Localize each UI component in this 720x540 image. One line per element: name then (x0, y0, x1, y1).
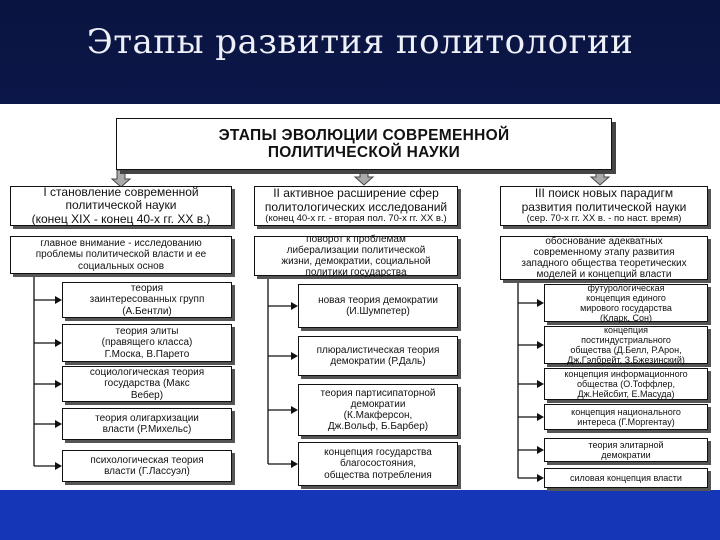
stage-1-item-3: социологическая теория государства (Макс… (62, 366, 232, 402)
stage-1-item-5: психологическая теория власти (Г.Лассуэл… (62, 450, 232, 482)
root-box: ЭТАПЫ ЭВОЛЮЦИИ СОВРЕМЕННОЙ ПОЛИТИЧЕСКОЙ … (116, 118, 612, 170)
bottom-band (0, 490, 720, 540)
stage-2-focus: поворот к проблемам либерализации полити… (254, 234, 458, 278)
stage-3-period: (сер. 70-х гг. XX в. - по наст. время) (526, 213, 682, 225)
stage-1-focus: главное внимание - исследованию проблемы… (10, 236, 232, 274)
stage-3-item-6: силовая концепция власти (544, 468, 708, 488)
stage-3-title: III поиск новых парадигм развития полити… (521, 186, 687, 214)
stage-3-item-5: теория элитарной демократии (544, 438, 708, 462)
stage-3-item-3: концепция информационного общества (О.То… (544, 368, 708, 400)
stage-3-focus: обоснование адекватных современному этап… (500, 236, 708, 280)
stage-2-period: (конец 40-х гг. - вторая пол. 70-х гг. X… (265, 213, 447, 225)
stage-1-item-1: теория заинтересованных групп (А.Бентли) (62, 282, 232, 318)
stage-1-item-2: теория элиты (правящего класса) Г.Моска,… (62, 324, 232, 362)
stage-1-box: I становление современной политической н… (10, 184, 232, 226)
stage-2-title: II активное расширение сфер политологиче… (264, 186, 448, 214)
stage-2-item-2: плюралистическая теория демократии (Р.Да… (298, 336, 458, 376)
stage-3-item-1: футурологическая концепция единого миров… (544, 283, 708, 323)
stage-2-box: II активное расширение сфер политологиче… (254, 186, 458, 226)
stage-1-period: (конец XIX - конец 40-х гг. XX в.) (31, 211, 211, 226)
stage-1-title: I становление современной политической н… (43, 184, 199, 213)
stage-2-item-4: концепция государства благосостояния, об… (298, 442, 458, 486)
stage-2-item-3: теория партисипаторной демократии (К.Мак… (298, 384, 458, 436)
stage-2-item-1: новая теория демократии (И.Шумпетер) (298, 284, 458, 328)
stage-3-box: III поиск новых парадигм развития полити… (500, 186, 708, 226)
stage-3-item-4: концепция национального интереса (Г.Морг… (544, 404, 708, 430)
stage-1-item-4: теория олигархизации власти (Р.Михельс) (62, 408, 232, 440)
stage-3-item-2: концепция постиндустриального общества (… (544, 325, 708, 365)
slide-title: Этапы развития политологии (86, 22, 634, 62)
